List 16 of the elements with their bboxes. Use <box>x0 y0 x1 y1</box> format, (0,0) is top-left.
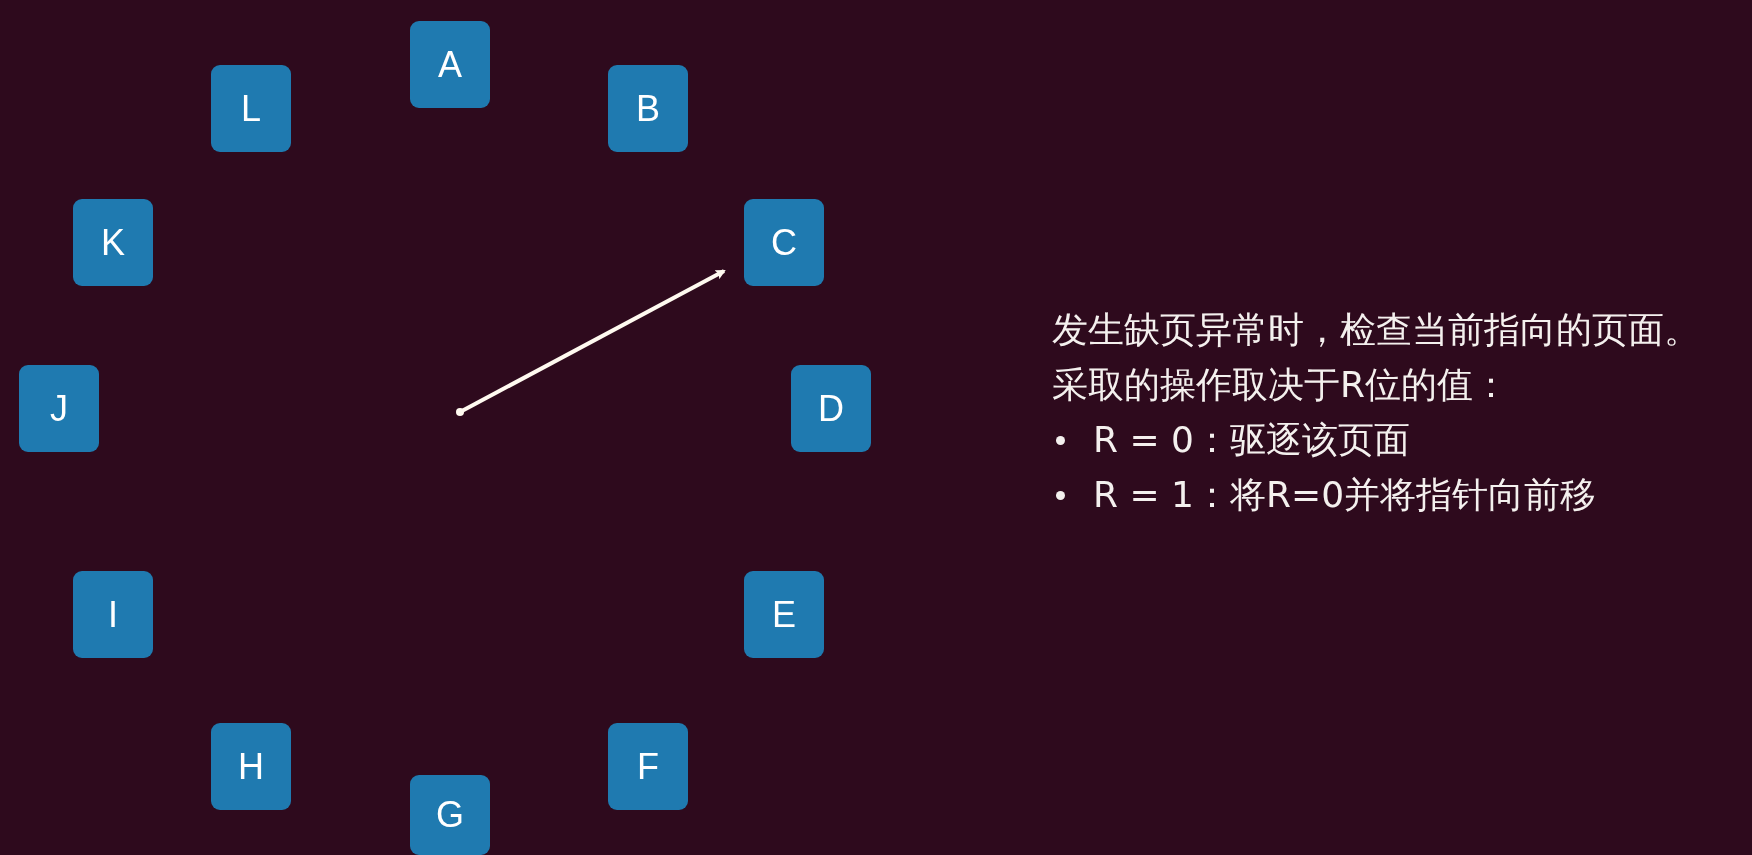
letter-box: A <box>410 21 490 108</box>
letter-box: B <box>608 65 688 152</box>
letter-box: J <box>19 365 99 452</box>
letter-box: E <box>744 571 824 658</box>
letter-box: I <box>73 571 153 658</box>
letter-box: L <box>211 65 291 152</box>
description-text: 采取的操作取决于R位的值： <box>1052 363 1509 407</box>
letter-box: K <box>73 199 153 286</box>
description-text: 发生缺页异常时，检查当前指向的页面。 <box>1052 308 1700 352</box>
letter-box: F <box>608 723 688 810</box>
bullet-item: R = 0：驱逐该页面 <box>1093 418 1410 462</box>
letter-box: H <box>211 723 291 810</box>
letter-box: C <box>744 199 824 286</box>
bullet-item: R = 1：将R=0并将指针向前移 <box>1093 473 1597 517</box>
letter-box: G <box>410 775 490 855</box>
letter-box: D <box>791 365 871 452</box>
